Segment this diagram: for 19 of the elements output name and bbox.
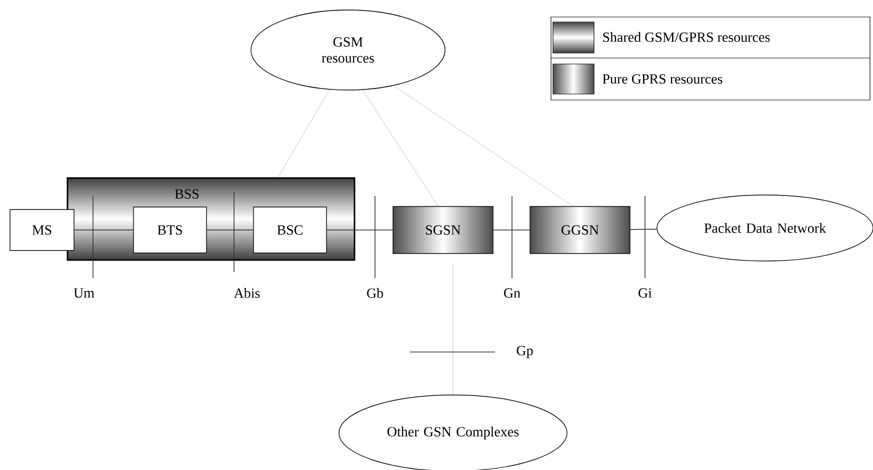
process-box: BSC — [253, 206, 327, 254]
dotted-line — [393, 85, 574, 206]
interface-label: Um — [74, 288, 94, 298]
legend-label: Shared GSM/GPRS resources — [603, 32, 770, 42]
ellipse-node: GSM resources — [250, 10, 446, 90]
interface-label: Gn — [504, 288, 520, 298]
interface-label: Gb — [367, 288, 384, 298]
interface-label: Gp — [516, 346, 533, 358]
interface-label: Gi — [638, 288, 652, 298]
process-box: MS — [10, 209, 74, 251]
dotted-line — [362, 90, 438, 206]
dotted-line — [452, 264, 454, 395]
process-box: BTS — [133, 206, 207, 254]
dotted-line — [278, 89, 330, 178]
process-box: SGSN — [392, 206, 494, 254]
interface-label: Abis — [234, 288, 260, 298]
connector-line — [630, 228, 658, 230]
process-box: GGSN — [530, 206, 630, 254]
legend-label: Pure GPRS resources — [602, 74, 722, 84]
